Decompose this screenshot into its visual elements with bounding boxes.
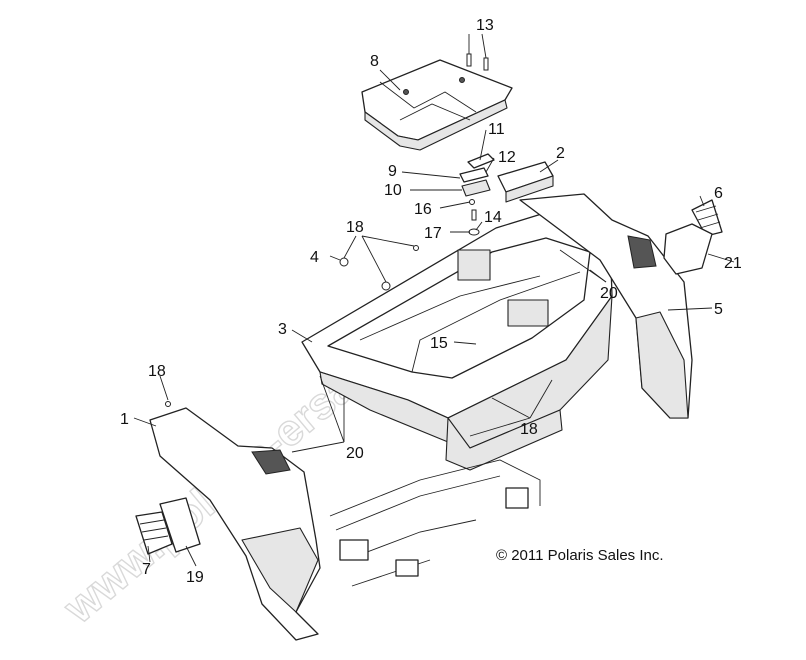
- part-21-pad: [663, 223, 713, 275]
- frame-chassis: [329, 459, 541, 587]
- part-3-cargo-box: [301, 211, 613, 471]
- callout-8: 8: [370, 53, 379, 70]
- callout-12: 12: [498, 149, 516, 166]
- callout-4: 4: [310, 249, 319, 266]
- callout-19: 19: [186, 569, 204, 586]
- part-14-17-fasteners: [468, 209, 480, 236]
- callout-10: 10: [384, 182, 402, 199]
- callout-21: 21: [724, 255, 742, 272]
- callout-leaders: [133, 33, 735, 567]
- callout-14: 14: [484, 209, 502, 226]
- callout-15: 15: [430, 335, 448, 352]
- callout-2: 2: [556, 145, 565, 162]
- callout-18-left: 18: [148, 363, 166, 380]
- part-9-12-latch-assembly: [459, 153, 495, 205]
- part-5-right-fender: [519, 193, 693, 419]
- copyright-text: © 2011 Polaris Sales Inc.: [496, 547, 664, 564]
- callout-17: 17: [424, 225, 442, 242]
- part-13-screws: [466, 53, 489, 71]
- callout-9: 9: [388, 163, 397, 180]
- part-7-left-grille: [135, 511, 173, 555]
- part-8-top-cover: [361, 59, 513, 151]
- callout-18-top: 18: [346, 219, 364, 236]
- callout-1: 1: [120, 411, 129, 428]
- callout-11: 11: [488, 121, 505, 138]
- part-19-pad: [159, 497, 201, 553]
- part-4-18-fasteners: [165, 245, 419, 407]
- part-1-left-fender: [149, 407, 321, 641]
- part-6-right-grille: [691, 199, 723, 237]
- callout-18-bottom: 18: [520, 421, 538, 438]
- callout-6: 6: [714, 185, 723, 202]
- callout-3: 3: [278, 321, 287, 338]
- callout-7: 7: [142, 561, 151, 578]
- part-2-bracket: [497, 161, 554, 203]
- callout-20-right: 20: [600, 285, 618, 302]
- callout-16: 16: [414, 201, 432, 218]
- callout-13: 13: [476, 17, 494, 34]
- callout-20-left: 20: [346, 445, 364, 462]
- callout-5: 5: [714, 301, 723, 318]
- callout-labels: 13 8 11 12 2 9 10 16 14 17 6 18 4 21 20 …: [120, 17, 742, 586]
